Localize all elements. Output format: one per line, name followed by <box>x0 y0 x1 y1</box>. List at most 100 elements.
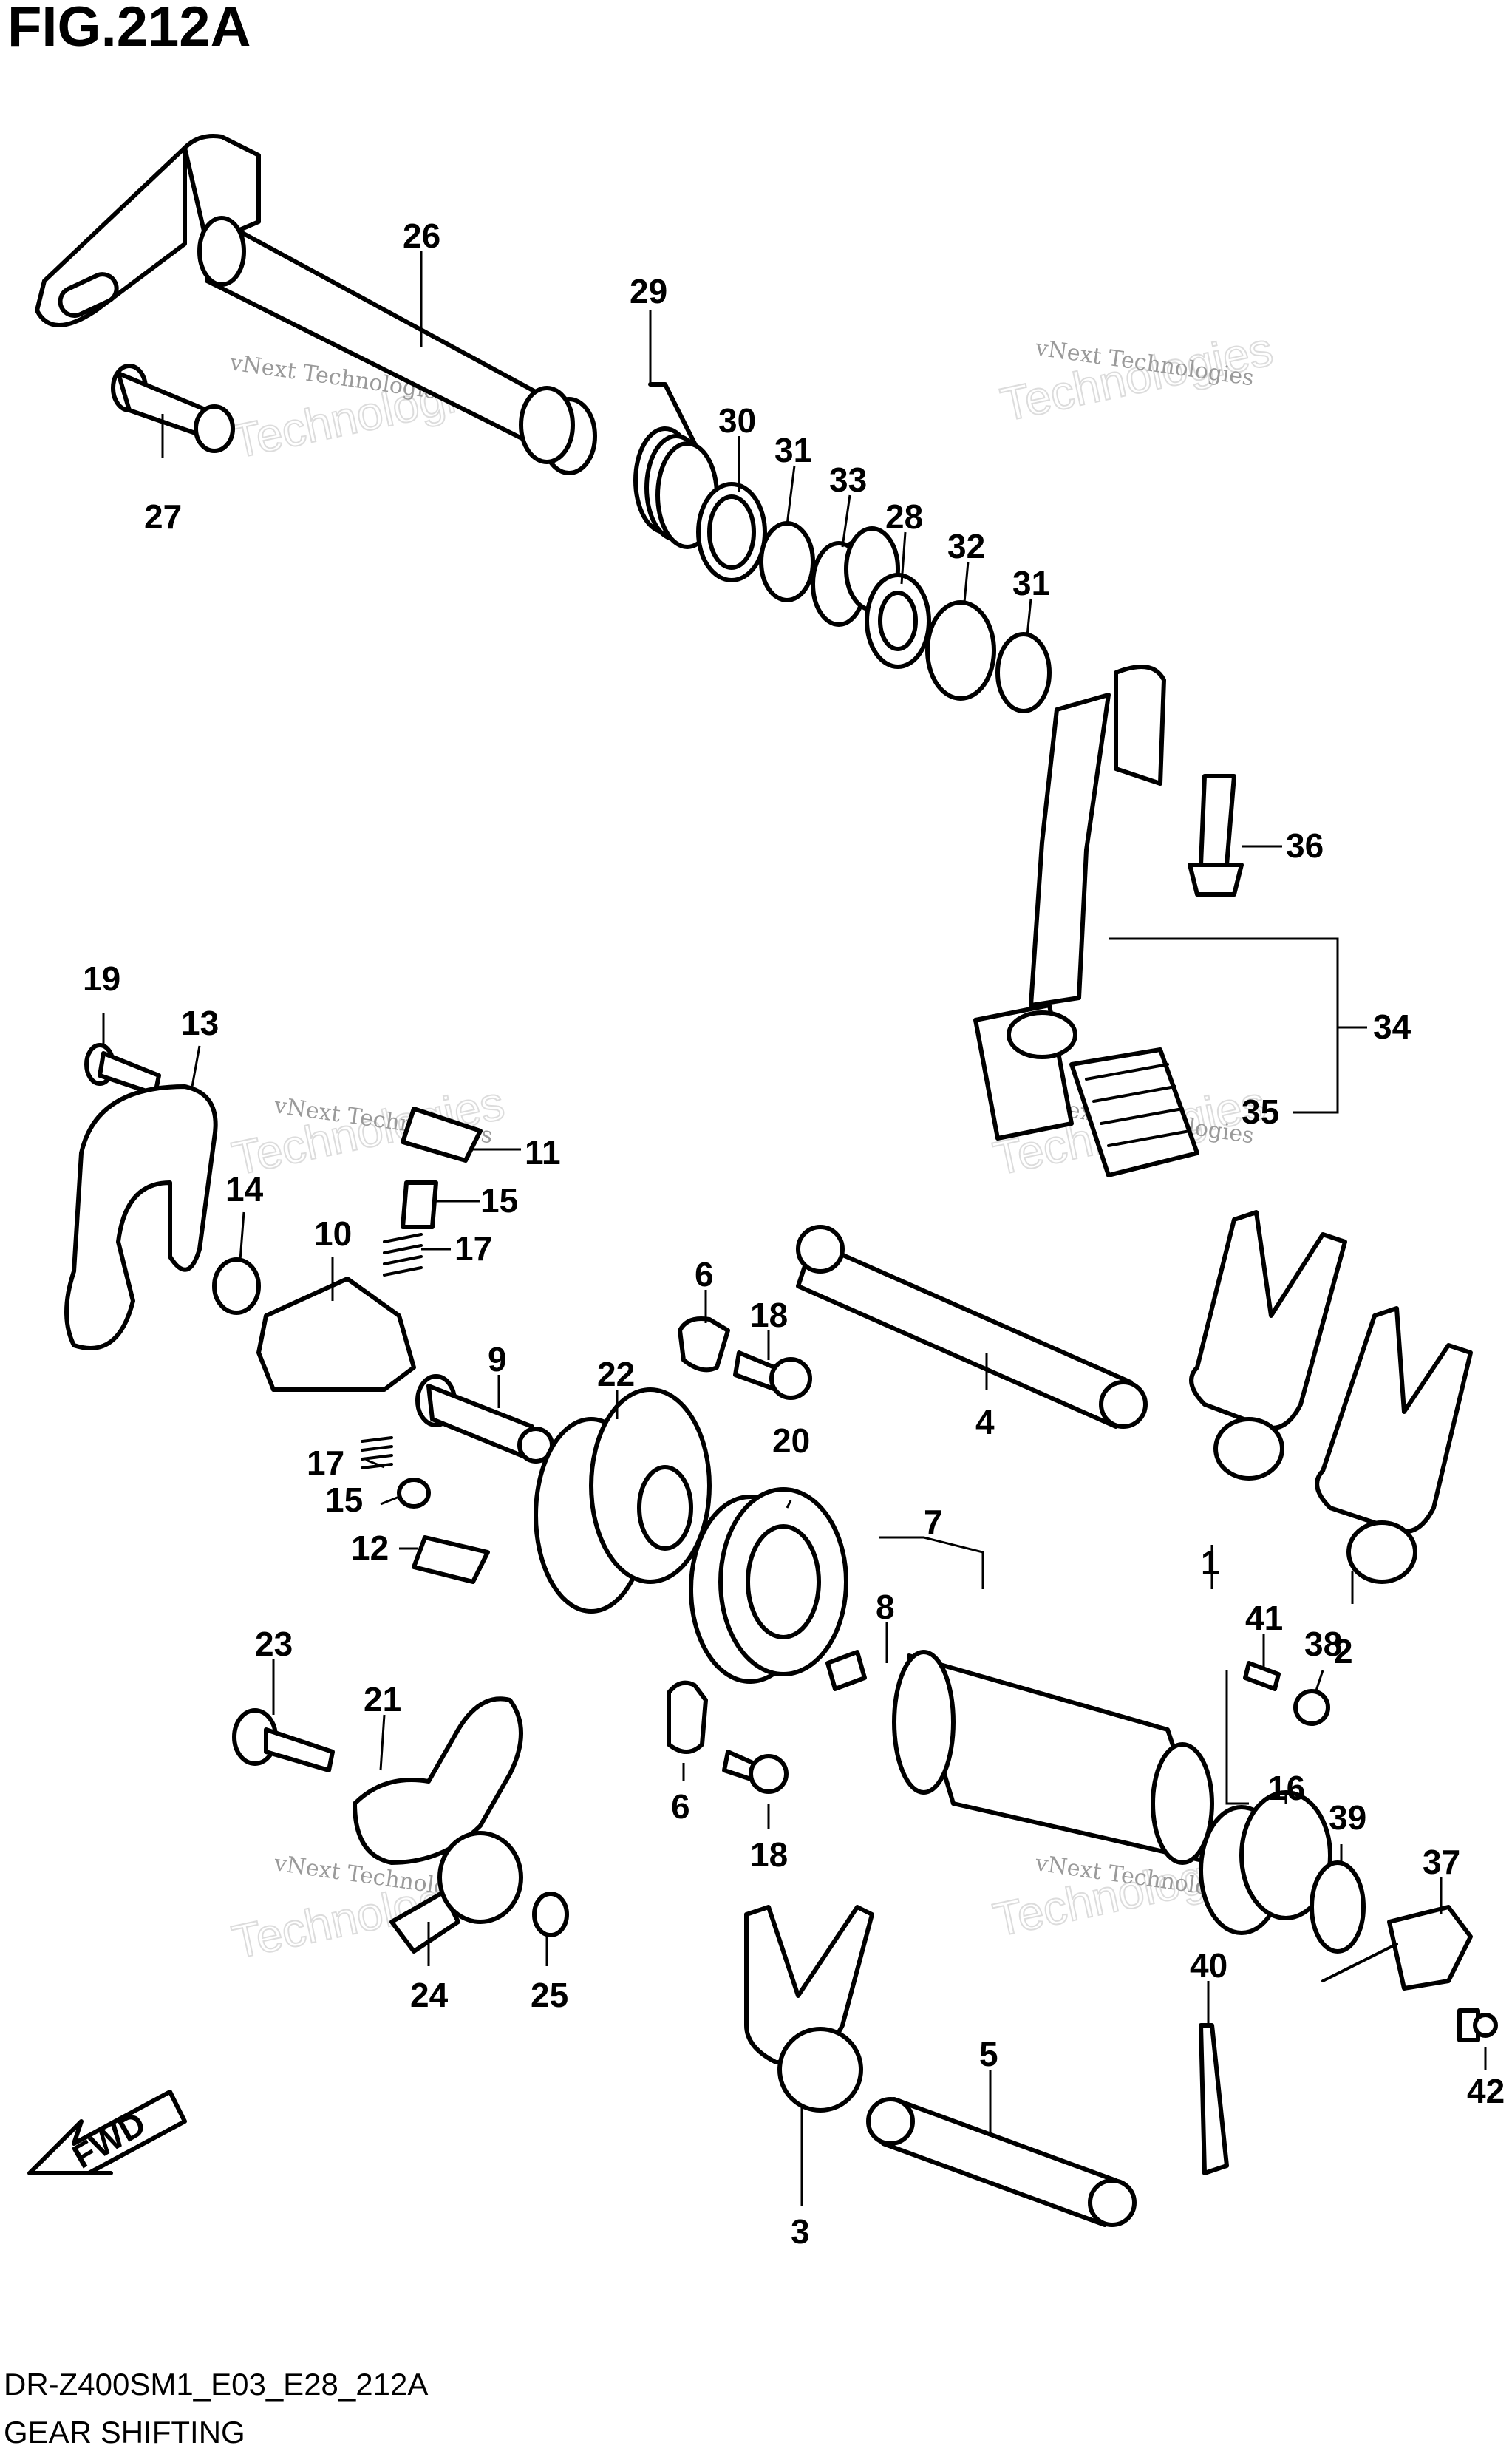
part-sensor-37 <box>1387 1905 1473 1991</box>
part-screw-18b <box>722 1750 789 1794</box>
part-shift-fork-3-boss <box>777 2027 863 2113</box>
part-bolt-23 <box>232 1708 335 1772</box>
callout-1: 1 <box>1201 1543 1220 1582</box>
part-bolt-27 <box>111 364 235 453</box>
callout-33: 33 <box>829 460 867 499</box>
callout-37: 37 <box>1423 1843 1460 1881</box>
callout-17: 17 <box>454 1229 492 1268</box>
callout-5: 5 <box>979 2035 998 2073</box>
part-collar-14 <box>212 1257 261 1315</box>
part-return-spring <box>633 382 719 549</box>
callout-11: 11 <box>525 1133 561 1172</box>
part-pin-15 <box>401 1180 438 1229</box>
callout-18b: 18 <box>750 1835 788 1874</box>
callout-26: 26 <box>403 217 440 255</box>
callout-36: 36 <box>1286 826 1324 865</box>
callout-30: 30 <box>718 401 756 440</box>
leader-lines <box>102 251 1487 2206</box>
part-shift-shaft <box>35 134 597 475</box>
callout-8: 8 <box>876 1588 895 1626</box>
part-gear-shift-lever <box>973 665 1166 1141</box>
callout-4: 4 <box>975 1403 995 1441</box>
callout-35: 35 <box>1242 1092 1279 1131</box>
callout-6b: 6 <box>671 1787 690 1826</box>
part-pin-15b <box>397 1478 431 1509</box>
part-shift-cam-drum <box>892 1650 1214 1865</box>
part-sensor-wire <box>1321 1943 1398 1982</box>
callout-15: 15 <box>480 1181 518 1220</box>
callout-21: 21 <box>364 1680 401 1719</box>
callout-27: 27 <box>144 497 182 536</box>
callout-19: 19 <box>83 959 120 998</box>
part-screw-41 <box>1243 1661 1281 1691</box>
callout-12: 12 <box>351 1529 389 1567</box>
callout-38: 38 <box>1304 1625 1342 1663</box>
part-spring-17 <box>383 1233 423 1277</box>
part-bolt-36 <box>1188 774 1244 897</box>
callout-22: 22 <box>597 1355 635 1393</box>
callout-17b: 17 <box>307 1444 344 1482</box>
part-cam-driven-gear <box>256 1277 416 1392</box>
callout-41: 41 <box>1245 1599 1283 1637</box>
callout-29: 29 <box>630 272 667 310</box>
callout-24: 24 <box>410 1976 449 2014</box>
callout-10: 10 <box>314 1214 352 1253</box>
part-o-ring-39 <box>1310 1860 1366 1954</box>
part-bearing-20 <box>689 1487 848 1684</box>
part-shift-fork-2 <box>1315 1306 1473 1534</box>
part-rubber-peg <box>1069 1047 1199 1177</box>
callout-15b: 15 <box>325 1481 363 1519</box>
diagram-name: GEAR SHIFTING <box>4 2415 245 2450</box>
part-fork-shaft-4 <box>796 1225 1148 1429</box>
part-bearing-16 <box>1199 1790 1332 1935</box>
callout-9: 9 <box>488 1340 507 1379</box>
part-screw-18 <box>733 1350 812 1400</box>
part-bolt-9 <box>415 1374 554 1464</box>
part-spring-24 <box>389 1831 523 1954</box>
callout-25: 25 <box>531 1976 568 2014</box>
part-circlip-31b <box>995 632 1052 713</box>
callout-20: 20 <box>772 1421 810 1460</box>
callout-34: 34 <box>1373 1007 1411 1046</box>
part-spring-17b <box>361 1436 393 1469</box>
callout-labels: 26 29 27 30 31 33 28 32 31 36 34 35 19 1… <box>83 217 1505 2251</box>
callout-28: 28 <box>885 497 923 536</box>
callout-31: 31 <box>774 431 812 469</box>
part-washer-30-hole <box>707 494 756 570</box>
callout-40: 40 <box>1190 1946 1227 1985</box>
callout-7: 7 <box>924 1503 943 1541</box>
part-screw-42 <box>1457 2008 1498 2042</box>
fwd-arrow-icon: FWD <box>27 2090 187 2176</box>
callout-23: 23 <box>255 1625 293 1663</box>
callout-32: 32 <box>947 527 985 565</box>
callout-16: 16 <box>1267 1769 1305 1807</box>
part-circlip-31 <box>759 521 815 602</box>
part-shift-fork-1 <box>1189 1210 1347 1430</box>
part-pawl-11 <box>401 1107 483 1163</box>
callout-31b: 31 <box>1012 564 1050 602</box>
part-pawl-12 <box>412 1535 490 1584</box>
part-stopper-plate <box>64 1084 218 1350</box>
part-shift-fork-2-boss <box>1346 1520 1417 1584</box>
diagram-code: DR-Z400SM1_E03_E28_212A <box>4 2367 428 2402</box>
part-plug-38 <box>1293 1689 1330 1726</box>
callout-14: 14 <box>225 1170 264 1209</box>
part-plate-6b <box>667 1680 708 1754</box>
callout-18: 18 <box>750 1296 788 1334</box>
part-gearshift-cam-22 <box>534 1387 712 1614</box>
part-clamp-40 <box>1199 2023 1229 2175</box>
figure-title: FIG.212A <box>7 0 251 58</box>
part-washer-25 <box>532 1892 569 1937</box>
part-shift-fork-1-boss <box>1213 1417 1284 1481</box>
part-stopper-arm-21 <box>353 1696 523 1865</box>
callout-6: 6 <box>695 1255 714 1294</box>
callout-3: 3 <box>791 2212 810 2251</box>
part-washer-32 <box>925 600 996 701</box>
part-screw-19 <box>84 1043 161 1096</box>
part-fork-shaft-5 <box>866 2097 1137 2227</box>
callout-39: 39 <box>1329 1798 1366 1837</box>
callout-42: 42 <box>1467 2072 1505 2110</box>
part-oil-seal-28-hole <box>878 591 918 651</box>
callout-2: 2 <box>1334 1632 1353 1670</box>
